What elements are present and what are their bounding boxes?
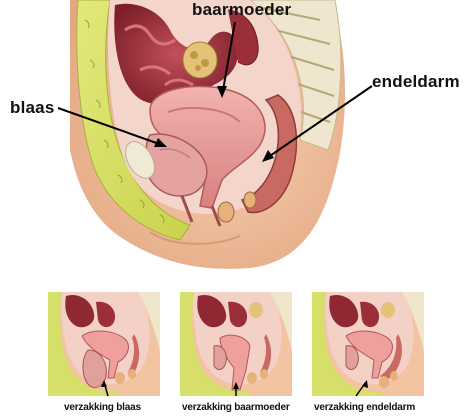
- thumb-bladder-prolapse: [48, 292, 160, 396]
- caption-bladder-prolapse: verzakking blaas: [64, 402, 141, 413]
- caption-uterus-prolapse: verzakking baarmoeder: [182, 402, 290, 413]
- thumb-uterus-prolapse: [180, 292, 292, 396]
- caption-rectum-prolapse: verzakking endeldarm: [314, 402, 415, 413]
- thumb-rectum-prolapse: [312, 292, 424, 396]
